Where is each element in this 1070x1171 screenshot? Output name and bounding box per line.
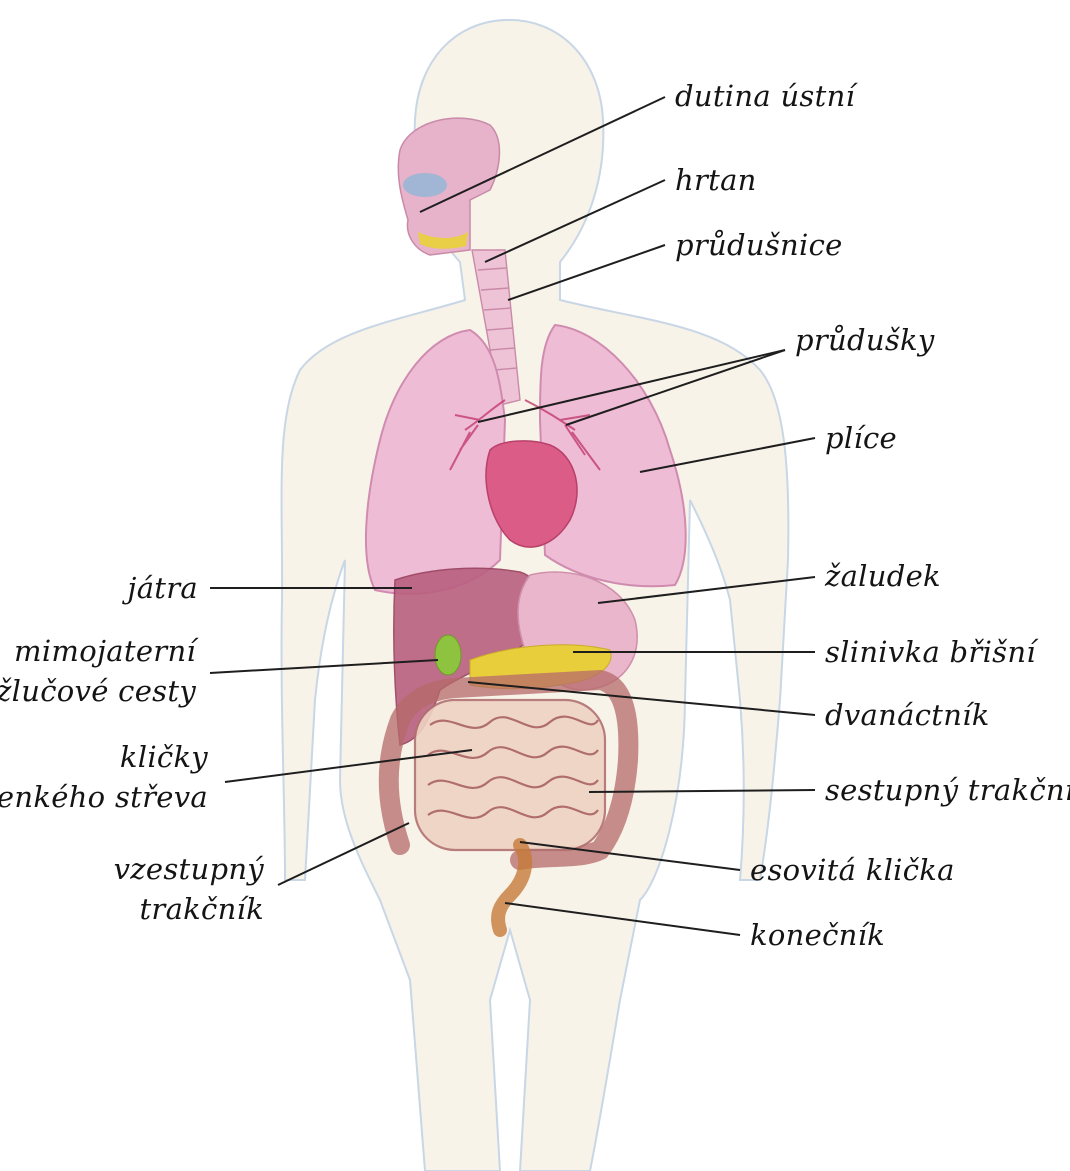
label-duodenum: dvanáctník — [825, 698, 990, 732]
label-rectum: konečník — [750, 918, 885, 952]
leader-small-intestine — [225, 750, 472, 782]
leader-larynx — [485, 180, 665, 262]
leader-bile-ducts — [210, 660, 438, 673]
leader-ascending-colon — [278, 823, 409, 885]
label-sigmoid: esovitá klička — [750, 853, 955, 887]
label-trachea: průdušnice — [675, 228, 843, 262]
label-oral-cavity: dutina ústní — [675, 79, 855, 113]
leader-lungs — [640, 438, 815, 472]
label-pancreas: slinivka břišní — [825, 635, 1036, 669]
leader-sigmoid — [520, 842, 740, 870]
leader-bronchi-right — [566, 350, 785, 425]
leader-bronchi-left — [478, 350, 785, 422]
label-small-intestine-line2: tenkého střeva — [0, 780, 208, 814]
label-stomach: žaludek — [825, 559, 941, 593]
label-small-intestine-line1: kličky — [120, 740, 208, 774]
leader-oral-cavity — [420, 97, 665, 212]
label-bile-ducts-line1: mimojaterní — [14, 634, 196, 668]
leader-descending-colon — [589, 790, 815, 792]
label-lungs: plíce — [825, 421, 897, 455]
label-ascending-colon-line2: trakčník — [139, 892, 264, 926]
leader-stomach — [598, 577, 815, 603]
leader-trachea — [508, 245, 665, 300]
label-larynx: hrtan — [675, 163, 757, 197]
label-ascending-colon-line1: vzestupný — [114, 852, 264, 886]
label-bronchi: průdušky — [795, 323, 935, 357]
leader-rectum — [505, 903, 740, 935]
leader-duodenum — [468, 682, 815, 715]
label-descending-colon: sestupný trakčník — [825, 773, 1070, 807]
label-bile-ducts-line2: žlučové cesty — [0, 674, 196, 708]
label-liver: játra — [127, 571, 198, 605]
